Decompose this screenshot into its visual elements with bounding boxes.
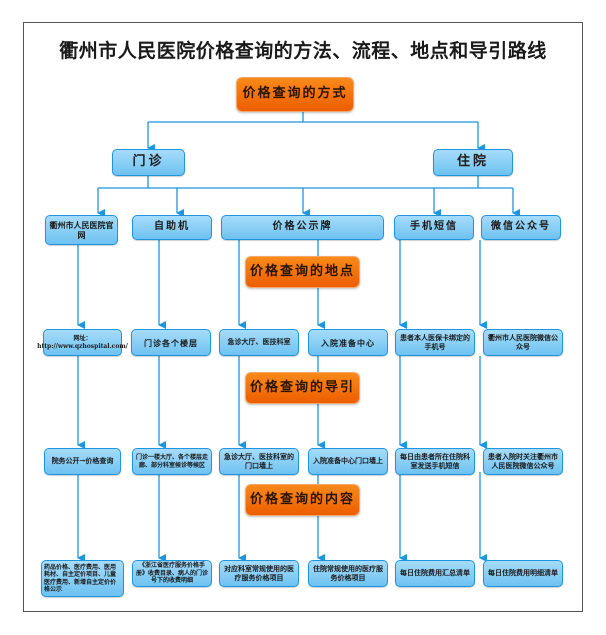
place-outpatient-floors: 门诊各个楼层: [131, 329, 211, 356]
link-method-split: [148, 112, 478, 123]
page-title: 衢州市人民医院价格查询的方法、流程、地点和导引路线: [59, 40, 547, 62]
place-patient-phone: 患者本人医保卡绑定的手机号: [395, 329, 475, 356]
section-place: 价格查询的地点: [245, 256, 360, 288]
content-kiosk-details: 《浙江省医疗服务价格手册》收费目录、病人的门诊号下的收费明细: [132, 560, 212, 587]
method-official-website: 衢州市人民医院官网: [45, 215, 118, 245]
place-admission-center: 入院准备中心: [308, 329, 388, 356]
content-website-prices: 药品价格、医疗费用、医用耗材、自主定价项目、儿童医疗费用、新增自主定价价格公示: [41, 560, 124, 597]
category-outpatient: 门诊: [112, 149, 185, 176]
method-wechat: 微信公众号: [481, 215, 561, 240]
section-method: 价格查询的方式: [236, 77, 354, 112]
content-dept-items: 对应科室常规使用的医疗服务价格项目: [219, 560, 299, 587]
guide-website-path: 院务公开→价格查询: [44, 448, 121, 475]
method-sms: 手机短信: [394, 215, 474, 240]
place-website-url: 网址：http://www.qzhospital.com/: [37, 329, 128, 356]
category-inpatient: 住院: [433, 149, 513, 176]
section-content: 价格查询的内容: [245, 484, 360, 516]
place-wechat-account: 衢州市人民医院微信公众号: [483, 329, 563, 356]
place-emergency-medtech: 急诊大厅、医技科室: [219, 329, 299, 356]
content-daily-summary: 每日住院费用汇总清单: [395, 560, 475, 587]
method-self-service-kiosk: 自助机: [132, 215, 212, 240]
link-outpatient-split: [98, 175, 513, 189]
guide-board-emergency: 急诊大厅、医技科室的门口墙上: [219, 448, 299, 475]
guide-wechat-follow: 患者入院时关注衢州市人民医院微信公众号: [483, 448, 563, 475]
guide-sms-daily: 每日由患者所在住院科室发送手机短信: [395, 448, 475, 475]
method-price-board: 价格公示牌: [221, 215, 384, 240]
section-guide: 价格查询的导引: [245, 372, 360, 404]
guide-kiosk-locations: 门诊一楼大厅、各个楼层走廊、部分科室候诊等候区: [132, 448, 212, 475]
guide-board-admission: 入院准备中心门口墙上: [308, 448, 388, 475]
content-daily-detail: 每日住院费用明细清单: [483, 560, 563, 587]
content-inpatient-items: 住院常规使用的医疗服务价格项目: [308, 560, 388, 587]
